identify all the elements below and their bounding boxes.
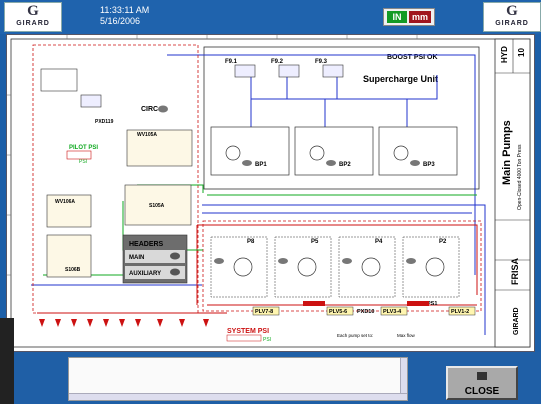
valve-label-3: S105A [149,203,165,209]
pilot-psi-label: PILOT PSI [69,145,98,151]
booster-pump-group: BP1 BP2 BP3 [210,126,458,176]
message-log-vscroll[interactable] [400,358,407,394]
supercharge-unit-frame [203,46,480,190]
valve-label-1: WV105A [137,132,157,138]
booster-pump-2: BP2 [339,162,351,168]
pilot-switch-label: PXD119 [95,119,114,125]
schematic-drawing: HYD 10 Main Pumps Open-Closed 4000 Ton P… [7,35,531,348]
plv-label-1: PLV7-8 [255,309,273,315]
outlet-arrows [39,319,209,327]
clock-display: 11:33:11 AM 5/16/2006 [100,5,149,27]
main-pump-label-4: P2 [439,239,447,245]
title-bar: G GIRARD 11:33:11 AM 5/16/2006 IN mm G G… [0,0,541,34]
time-readout: 11:33:11 AM [100,5,150,15]
date-readout: 5/16/2006 [100,16,141,26]
filter-label-3: F9.3 [315,59,328,65]
valve-blocks: WV105A WV106A S105A S106B [46,129,193,278]
message-log[interactable] [68,357,408,401]
header-main-indicator [170,252,180,260]
pressure-switch [80,94,102,108]
company-logo: GIRARD [513,307,520,335]
main-pump-label-1: P8 [247,239,255,245]
header-aux-indicator [170,268,180,276]
circ-label: CIRC [141,106,158,113]
plv-label-5: PS1 [427,301,437,307]
filter-label-2: F9.2 [271,59,284,65]
sheet-code: HYD [500,46,509,63]
client-logo: FRISA [510,257,520,285]
background-photo-edge [0,318,14,404]
main-pump-label-3: P4 [375,239,383,245]
close-button-label: CLOSE [464,386,500,397]
message-log-hscroll[interactable] [69,393,407,400]
drawing-title: Main Pumps [501,120,513,185]
note-max-flow: Max flow [397,333,416,338]
motor-block [40,68,78,92]
header-auxiliary-label: AUXILIARY [129,271,161,277]
filter-group: F9.1 F9.2 F9.3 [225,59,344,78]
drawing-subtitle: Open-Closed 4000 Ton Press [517,144,523,210]
pilot-psi-value: PSI [79,159,87,165]
main-pump-group: P8 P5 P4 P2 [210,236,460,298]
pilot-psi-readout [66,150,92,160]
headers-title: HEADERS [129,241,164,248]
system-psi-readout [226,334,262,342]
supercharge-title: Supercharge Unit [363,74,438,84]
booster-pump-3: BP3 [423,162,435,168]
girard-logo-right: G GIRARD [483,2,541,32]
valve-label-2: WV106A [55,199,75,205]
plv-label-6: PLV1-2 [451,309,469,315]
unit-toggle[interactable]: IN mm [383,8,435,26]
system-psi-value: PSI [263,337,271,343]
booster-pump-1: BP1 [255,162,267,168]
hydraulic-schematic: HYD 10 Main Pumps Open-Closed 4000 Ton P… [6,34,535,352]
plv-label-3: PXD10 [357,309,374,315]
filter-label-1: F9.1 [225,59,238,65]
headers-panel: HEADERS MAIN AUXILIARY [122,234,188,284]
unit-mm-button[interactable]: mm [409,11,431,23]
plv-label-4: PLV3-4 [383,309,402,315]
header-main-label: MAIN [129,255,144,261]
plv-row: PLV7-8 PLV5-6 PXD10 PLV3-4 PS1 PLV1-2 [252,301,476,316]
circ-indicator [158,105,168,113]
girard-logo: G GIRARD [4,2,62,32]
plv-label-2: PLV5-6 [329,309,347,315]
note-each-pump: Each pump set to: [337,333,373,338]
system-psi-label: SYSTEM PSI [227,328,269,335]
valve-label-4: S106B [65,267,81,273]
title-block: HYD 10 Main Pumps Open-Closed 4000 Ton P… [494,38,531,348]
boost-status: BOOST PSI OK [387,54,438,61]
sheet-number: 10 [517,48,526,57]
unit-in-button[interactable]: IN [387,11,407,23]
main-pump-label-2: P5 [311,239,319,245]
close-icon [477,372,487,380]
close-button[interactable]: CLOSE [446,366,518,400]
